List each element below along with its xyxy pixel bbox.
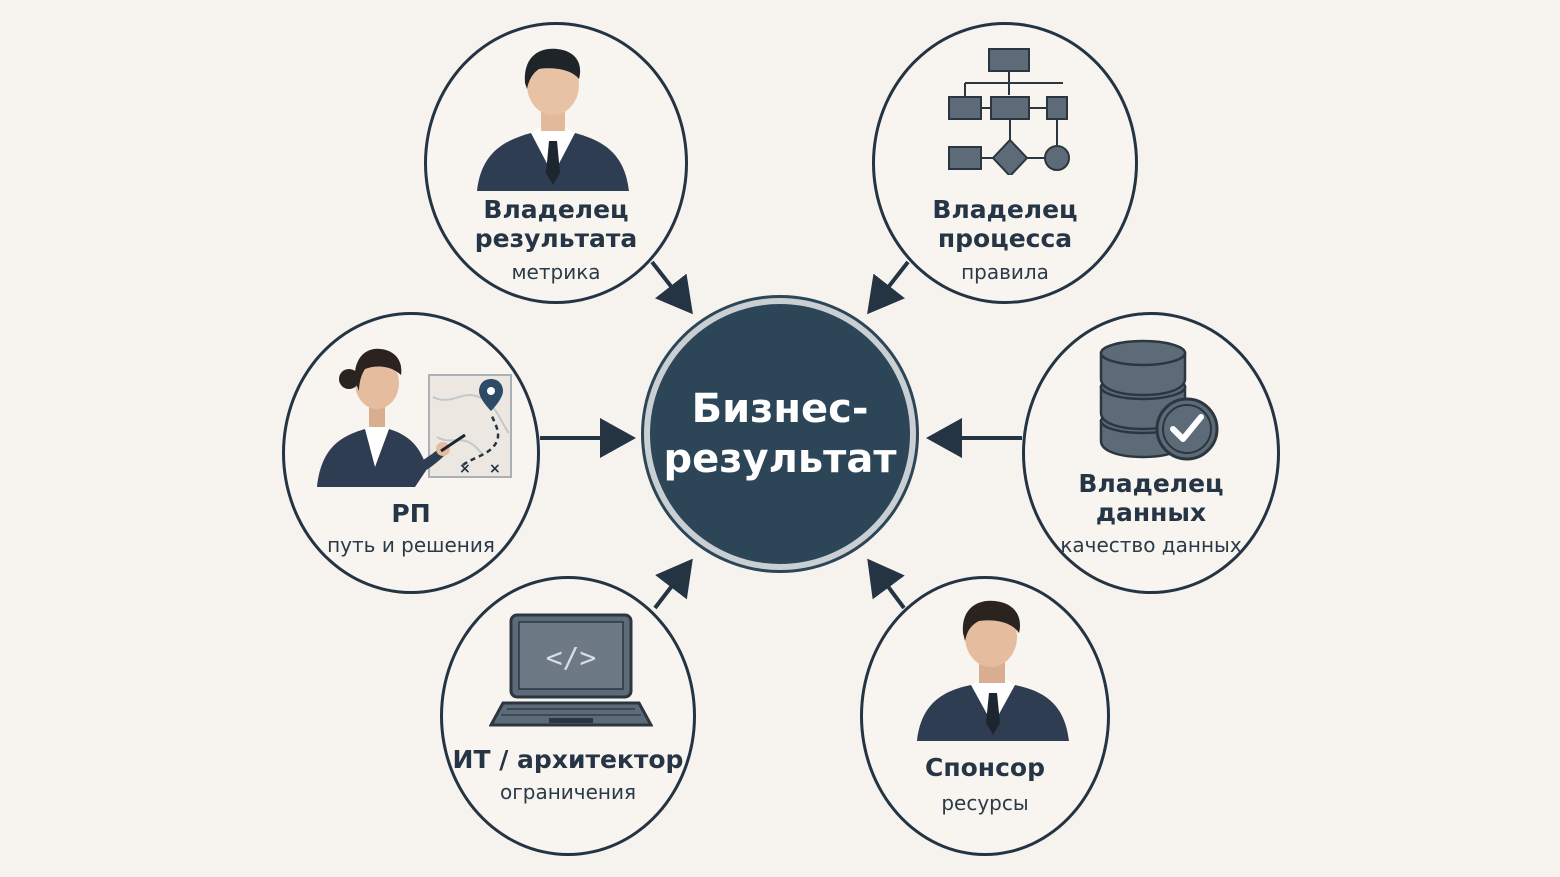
it-node: </> ИТ / архитектор ограничения [440,576,696,856]
owner-result-title-line2: результата [474,224,638,253]
owner-data-subtitle: качество данных [1060,533,1242,557]
it-subtitle: ограничения [500,780,636,804]
it-title: ИТ / архитектор [452,745,684,774]
owner-result-node: Владелец результата метрика [424,22,688,304]
laptop-code-icon: </> [489,613,653,727]
sponsor-title: Спонсор [925,753,1045,782]
owner-result-title-line1: Владелец [483,195,629,224]
businessman-icon [477,48,629,191]
arrow-owner-process [867,260,910,315]
owner-process-title-line1: Владелец [932,195,1078,224]
businesswoman-map-icon: × × [317,348,512,487]
flowchart-icon [948,48,1070,175]
database-check-icon [1099,339,1219,461]
pm-node: × × РП путь и решения [282,312,540,594]
svg-text:×: × [489,461,501,477]
sponsor-node: Спонсор ресурсы [860,576,1110,856]
business-result-node: Бизнес- результат [644,298,916,570]
laptop-code-glyph: </> [546,641,597,674]
pm-subtitle: путь и решения [327,533,495,557]
owner-process-title-line2: процесса [937,224,1073,253]
owner-result-subtitle: метрика [511,260,601,284]
arrow-it [653,558,693,610]
owner-data-title-line1: Владелец [1078,469,1224,498]
business-result-label: Бизнес- результат [663,386,897,482]
owner-process-subtitle: правила [961,260,1049,284]
owner-process-node: Владелец процесса правила [872,22,1138,304]
owner-data-title-line2: данных [1095,498,1207,527]
svg-text:×: × [459,461,471,477]
arrow-sponsor [867,558,906,610]
sponsor-icon [917,600,1069,741]
pm-title: РП [391,499,431,528]
sponsor-subtitle: ресурсы [941,791,1029,815]
arrow-owner-result [650,260,693,315]
owner-data-node: Владелец данных качество данных [1022,312,1280,594]
